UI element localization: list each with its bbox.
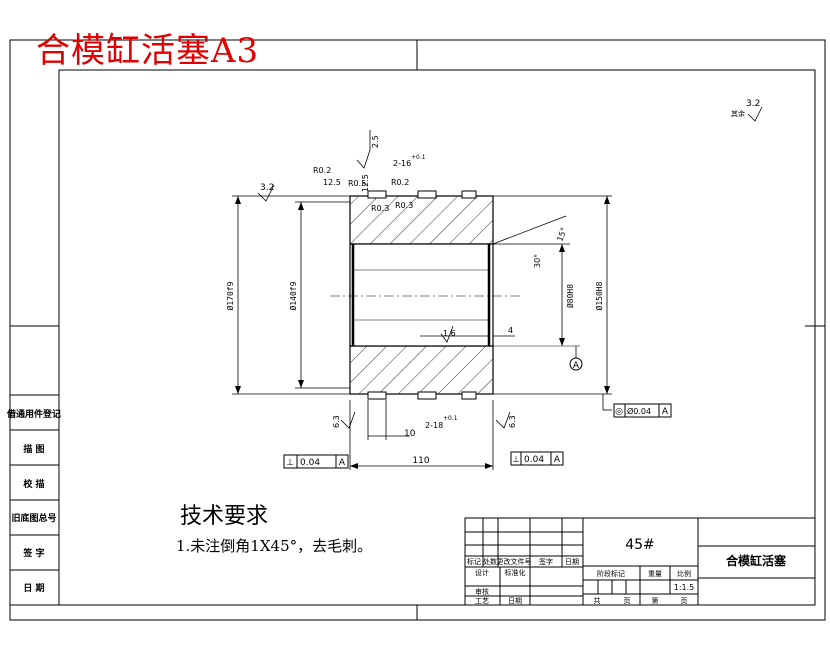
tb-sheet-unit: 页 <box>624 597 631 605</box>
tb-total-label: 共 <box>594 596 601 605</box>
groove-width-label: 10 <box>404 429 416 439</box>
dimension-arrows <box>235 196 610 469</box>
dimension-lines <box>232 195 612 470</box>
default-roughness-prefix: 其余 <box>731 109 745 118</box>
r-inner-label: R0.3 <box>371 204 389 213</box>
tb-scale-value: 1:1.5 <box>674 583 695 592</box>
left-row-0: 借通用件登记 <box>6 408 61 420</box>
rough-2-5-label: 2.5 <box>371 135 380 148</box>
svg-text:◎: ◎ <box>615 407 623 417</box>
rough-12-5-b-label: 12.5 <box>323 178 341 187</box>
default-roughness-value: 3.2 <box>746 99 760 109</box>
groove-top-label: 2-16 <box>393 159 411 168</box>
tb-sheet-unit2: 页 <box>681 597 688 605</box>
left-row-2: 校 描 <box>23 478 44 490</box>
angle-15-label: 15° <box>555 226 568 242</box>
r-side-label: R0.5 <box>348 179 366 188</box>
drawing-title: 合模缸活塞A3 <box>36 31 260 71</box>
r-top-label: R0.2 <box>313 166 331 175</box>
length-label: 110 <box>412 456 429 466</box>
rough-6-3-left-label: 6.3 <box>332 415 341 428</box>
svg-text:A: A <box>339 458 346 468</box>
tb-ratio-label: 比例 <box>677 569 691 578</box>
left-row-5: 日 期 <box>23 582 44 594</box>
left-row-3: 旧底图总号 <box>11 512 56 524</box>
tb-label-4: 日期 <box>565 558 579 566</box>
angle-30-label: 30° <box>533 254 542 268</box>
tb-label-1: 处数 <box>483 557 497 566</box>
perp-frame-left: ⊥ 0.04 A <box>283 454 349 469</box>
tb-date: 日期 <box>508 597 522 605</box>
svg-text:A: A <box>554 455 561 465</box>
rough-6-3-right-label: 6.3 <box>508 415 517 428</box>
tb-weight-label: 重量 <box>648 570 662 578</box>
rough-12-5-label: 12.5 <box>361 174 370 192</box>
tb-label-3: 签字 <box>539 557 553 566</box>
concentric-frame: ◎ Ø0.04 A <box>613 403 672 418</box>
small-dim-label: 4 <box>508 326 513 335</box>
svg-text:A: A <box>662 407 669 417</box>
tb-standardize: 标准化 <box>505 568 526 577</box>
tech-requirement-item: 1.未注倒角1X45°，去毛刺。 <box>176 537 373 555</box>
tb-process: 工艺 <box>475 597 489 605</box>
lower-section <box>349 345 494 395</box>
tb-review: 审核 <box>475 587 489 596</box>
groove-top-tol: +0.1 <box>411 154 426 161</box>
rough-3-2-left-label: 3.2 <box>260 183 274 193</box>
tb-label-2: 更改文件号 <box>497 557 532 566</box>
svg-text:0.04: 0.04 <box>524 455 544 465</box>
part-section <box>349 195 494 395</box>
part-name-label: 合模缸活塞 <box>726 553 787 568</box>
tb-of-label: 第 <box>652 596 659 605</box>
tb-label-0: 标记 <box>467 557 481 566</box>
r-inner2-label: R0.3 <box>395 201 413 210</box>
svg-text:⊥: ⊥ <box>512 455 520 465</box>
svg-text:⊥: ⊥ <box>286 458 294 468</box>
grooves <box>367 190 477 400</box>
tb-designer: 设计 <box>475 568 489 577</box>
outer-dia-label: Ø170f9 <box>225 281 235 310</box>
groove-bottom-label: 2-18 <box>425 421 443 430</box>
r-top2-label: R0.2 <box>391 178 409 187</box>
datum-a-label: A <box>573 361 580 371</box>
roughness-symbols <box>257 106 763 429</box>
inner-border <box>58 69 816 606</box>
title-block <box>464 517 816 606</box>
right-dia-label: Ø150H8 <box>594 281 604 310</box>
left-row-1: 描 图 <box>23 443 44 455</box>
tech-requirements-heading: 技术要求 <box>180 504 269 529</box>
left-row-4: 签 字 <box>22 547 44 559</box>
svg-text:Ø0.04: Ø0.04 <box>627 406 651 416</box>
material-label: 45# <box>625 537 655 553</box>
tb-stage-label: 阶段标记 <box>597 569 625 578</box>
bore <box>349 243 494 347</box>
center-marks <box>10 40 825 620</box>
groove-bottom-tol: +0.1 <box>443 415 458 422</box>
svg-text:0.04: 0.04 <box>300 458 320 468</box>
upper-section <box>349 195 494 245</box>
bore-dia-label: Ø80H8 <box>565 284 575 308</box>
rough-1-6-label: 1.6 <box>443 329 456 338</box>
inner-dia-label: Ø140f9 <box>288 281 298 310</box>
left-record-block <box>9 394 60 606</box>
perp-frame-right: ⊥ 0.04 A <box>510 451 564 466</box>
datum-a-circle <box>569 357 583 371</box>
